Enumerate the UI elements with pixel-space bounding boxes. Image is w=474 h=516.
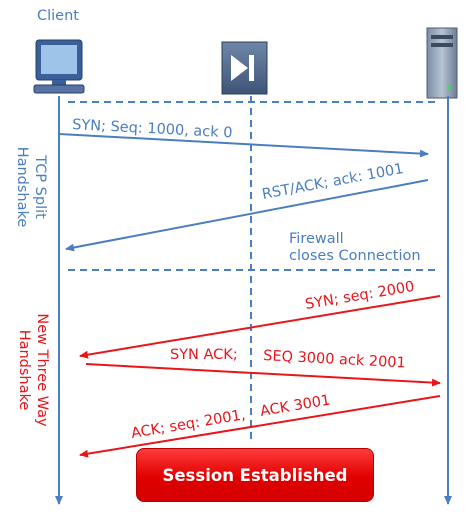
syn-ack-label-a: SYN ACK; [170, 347, 238, 363]
new-three-way-label: New Three Way Handshake [16, 313, 50, 427]
syn2-arrow [79, 295, 441, 359]
svg-text:TCP Split: TCP Split [32, 154, 48, 219]
firewall-icon [221, 41, 268, 95]
rst-ack-label: RST/ACK; ack: 1001 [261, 161, 405, 203]
svg-text:New Three Way: New Three Way [34, 313, 50, 427]
svg-text:Handshake: Handshake [14, 147, 30, 228]
session-established-button: Session Established [136, 448, 374, 502]
ack-arrow [79, 395, 441, 458]
syn-label: SYN; Seq: 1000, ack 0 [72, 117, 233, 141]
firewall-note-line1: Firewall [289, 231, 344, 247]
server-icon [426, 27, 458, 99]
tcp-split-label: TCP Split Handshake [14, 147, 48, 228]
syn-arrow [58, 133, 429, 158]
firewall-note-line2: closes Connection [289, 248, 421, 264]
svg-text:Handshake: Handshake [16, 330, 32, 411]
client-label: Client [37, 8, 79, 24]
syn-ack-arrow [85, 363, 441, 387]
rst-ack-arrow [65, 179, 429, 252]
syn2-label: SYN; seq: 2000 [304, 279, 416, 313]
syn-ack-label-b: SEQ 3000 ack 2001 [263, 348, 406, 371]
computer-icon [33, 39, 85, 94]
